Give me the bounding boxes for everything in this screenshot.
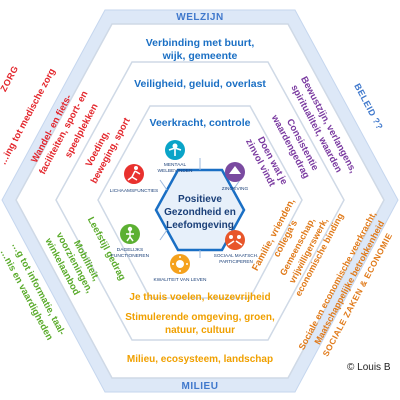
ring-middle-top: Veiligheid, geluid, overlast: [134, 78, 266, 90]
dimension-dagelijks-line1: DAGELIJKS: [117, 247, 143, 253]
inner-hexagon: [97, 105, 303, 299]
dimension-lichaam: LICHAAMSFUNCTIES: [110, 164, 159, 194]
dimension-zingeving: ZINGEVING: [222, 162, 249, 192]
edge-label-welzijn: WELZIJN: [176, 12, 223, 23]
dimension-lichaam-line1: LICHAAMSFUNCTIES: [110, 188, 159, 194]
dimension-mentaal-line2: WELBEVINDEN: [158, 168, 193, 174]
ring-outer-bottom: Milieu, ecosysteem, landschap: [127, 354, 273, 365]
ring-outer-top-line2: wijk, gemeente: [162, 50, 238, 62]
sociaal-participeren-icon: [225, 230, 245, 250]
edge-label-zorg: ZORG: [0, 64, 20, 93]
dimension-mentaal-line1: MENTAAL: [164, 162, 187, 168]
center-line-3: Leefomgeving: [166, 220, 234, 231]
ring-inner-top: Veerkracht, controle: [150, 117, 251, 129]
center-line-1: Positieve: [178, 194, 222, 205]
dimension-zingeving-line1: ZINGEVING: [222, 186, 249, 192]
dimension-kwaliteit-line1: KWALITEIT VAN LEVEN: [154, 277, 207, 283]
center-line-2: Gezondheid en: [164, 207, 236, 218]
ring-middle-bottom-line2: natuur, cultuur: [165, 325, 235, 336]
copyright-text: © Louis B: [347, 362, 391, 373]
dimension-dagelijks: DAGELIJKS FUNCTIONEREN: [111, 224, 150, 259]
dimension-sociaal-line2: PARTICIPEREN: [219, 259, 253, 264]
dimension-sociaal-line1: SOCIAAL MAATSCH.: [214, 253, 258, 258]
edge-label-milieu: MILIEU: [182, 381, 219, 392]
ring-middle-bottom-line1: Stimulerende omgeving, groen,: [125, 312, 275, 323]
middle-hexagon: [55, 61, 345, 341]
dimension-dagelijks-line2: FUNCTIONEREN: [111, 253, 150, 259]
dimension-mentaal: MENTAAL WELBEVINDEN: [158, 140, 193, 174]
center-hexagon: [154, 168, 246, 252]
dimension-kwaliteit: KWALITEIT VAN LEVEN: [154, 254, 207, 283]
dimension-sociaal: SOCIAAL MAATSCH. PARTICIPEREN: [214, 230, 258, 264]
ring-outer-top-line1: Verbinding met buurt,: [146, 37, 255, 49]
ring-inner-bottom: Je thuis voelen, keuzevrijheid: [129, 292, 270, 303]
